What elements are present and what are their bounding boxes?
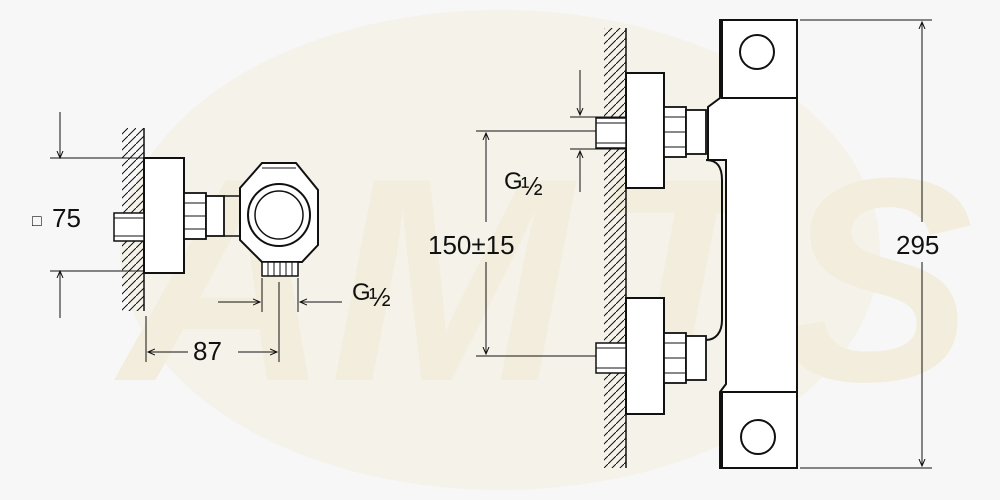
- dim-depth: □ 75: [32, 112, 144, 318]
- side-escutcheon: [143, 157, 185, 274]
- front-lower-connector: [685, 335, 707, 381]
- front-connecting-pipe: [705, 159, 723, 341]
- dim-centers-value: 150±15: [428, 230, 515, 260]
- side-view: □ 75 87 G ½: [32, 112, 391, 366]
- dim-centers: 150±15: [428, 130, 596, 357]
- watermark-letter-m: M: [330, 118, 579, 442]
- dim-height: 295: [800, 19, 939, 469]
- side-connector: [205, 195, 225, 237]
- dim-depth-symbol: □: [32, 213, 42, 230]
- dim-outlet-thread: G ½: [218, 278, 391, 312]
- watermark-letter-s: S: [780, 118, 975, 442]
- front-bar-body: [707, 19, 798, 469]
- front-upper-connector: [685, 109, 707, 155]
- dim-outlet-thread-main: G: [352, 279, 371, 306]
- dim-projection: 87: [145, 282, 280, 366]
- dim-projection-value: 87: [193, 336, 222, 366]
- dim-inlet-thread-fraction: ½: [521, 171, 543, 201]
- front-lower-escutcheon: [625, 297, 665, 415]
- front-upper-handle-hole: [739, 34, 775, 70]
- front-lower-handle-hole: [740, 419, 776, 455]
- side-body-inner-circle: [254, 190, 304, 240]
- front-view: G ½ 150±15 295: [428, 19, 939, 469]
- front-wall-hatch: [604, 28, 626, 468]
- dim-depth-value: 75: [52, 203, 81, 233]
- side-inlet-nipple: [113, 212, 145, 242]
- front-upper-escutcheon: [625, 72, 665, 189]
- dim-height-value: 295: [896, 230, 939, 260]
- dim-inlet-thread-main: G: [504, 168, 523, 195]
- watermark: A M T S: [111, 10, 975, 490]
- dim-inlet-thread: G ½: [504, 70, 626, 201]
- dim-outlet-thread-fraction: ½: [369, 282, 391, 312]
